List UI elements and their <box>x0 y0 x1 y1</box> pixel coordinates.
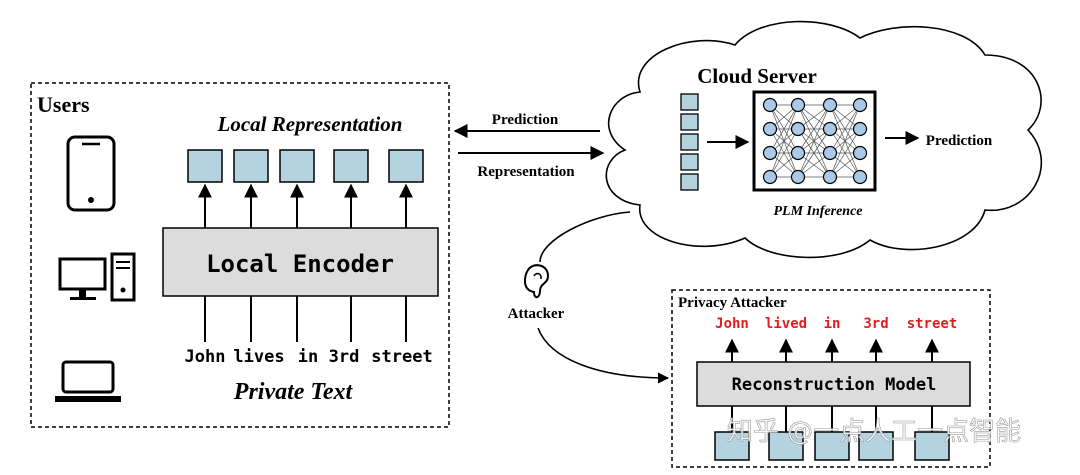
representation-vector <box>279 149 315 183</box>
input-token: street <box>371 347 432 367</box>
network-node <box>852 97 868 113</box>
attack-flow-arrow <box>537 327 670 384</box>
network-node <box>790 169 806 185</box>
network-node <box>762 97 778 113</box>
network-node <box>790 121 806 137</box>
network-edge <box>829 128 861 178</box>
network-edge <box>769 104 799 178</box>
intercepted-representation-vectors <box>714 431 950 461</box>
network-node <box>762 145 778 161</box>
reconstructed-token: street <box>907 316 958 332</box>
eavesdrop-curve <box>539 211 631 263</box>
input-token: John <box>185 347 226 367</box>
encoder-output-arrows <box>198 183 413 228</box>
desktop-computer-icon <box>58 252 136 302</box>
reconstructed-token: lived <box>765 316 807 332</box>
users-panel <box>30 82 450 428</box>
cloud-server-title: Cloud Server <box>697 64 817 88</box>
representation-vector <box>233 149 269 183</box>
network-node <box>852 145 868 161</box>
input-token: in <box>298 347 318 367</box>
laptop-icon <box>55 360 121 402</box>
network-node <box>822 121 838 137</box>
reconstruction-output-arrows <box>725 338 939 362</box>
local-representation-vectors <box>187 149 424 183</box>
reconstructed-token-row: John lived in 3rd street <box>715 316 957 332</box>
neural-network-icon <box>762 97 868 185</box>
plm-inference-label: PLM Inference <box>773 204 862 219</box>
network-edge <box>797 128 831 178</box>
network-node <box>822 169 838 185</box>
users-title: Users <box>37 92 90 117</box>
input-token-row: John lives in 3rd street <box>185 347 433 367</box>
local-encoder-label: Local Encoder <box>206 250 394 278</box>
network-edge <box>797 104 831 154</box>
network-node <box>790 97 806 113</box>
private-text-label: Private Text <box>233 379 354 405</box>
input-token: lives <box>233 347 284 367</box>
representation-vector <box>388 149 424 183</box>
prediction-arrow-label: Prediction <box>492 112 559 128</box>
attacker-label: Attacker <box>508 306 565 322</box>
privacy-attacker-panel <box>671 289 991 468</box>
input-token: 3rd <box>329 347 360 367</box>
network-node <box>852 169 868 185</box>
reconstructed-token: John <box>715 316 749 332</box>
representation-arrow-label: Representation <box>477 164 575 180</box>
phone-icon <box>66 135 116 212</box>
encoder-input-lines <box>204 296 407 342</box>
cloud-prediction-label: Prediction <box>926 133 993 149</box>
received-representation-stack <box>680 93 699 191</box>
watermark-text: 知乎 @一点人工一点智能 <box>727 417 1021 447</box>
representation-vector <box>187 149 223 183</box>
representation-vector <box>333 149 369 183</box>
reconstructed-token: in <box>824 316 841 332</box>
reconstruction-model-box <box>696 361 971 407</box>
ear-icon <box>523 264 550 299</box>
local-encoder-box <box>162 227 439 297</box>
privacy-attacker-title: Privacy Attacker <box>678 295 787 311</box>
network-edge <box>769 104 799 154</box>
network-edge <box>797 104 831 178</box>
network-node <box>790 145 806 161</box>
network-node <box>762 169 778 185</box>
network-edge <box>829 104 861 178</box>
network-edge <box>769 128 799 178</box>
reconstructed-token: 3rd <box>863 316 888 332</box>
local-representation-label: Local Representation <box>217 112 403 136</box>
network-node <box>822 145 838 161</box>
network-node <box>822 97 838 113</box>
network-node <box>852 121 868 137</box>
reconstruction-model-label: Reconstruction Model <box>732 375 937 395</box>
network-edge <box>829 104 861 154</box>
network-node <box>762 121 778 137</box>
